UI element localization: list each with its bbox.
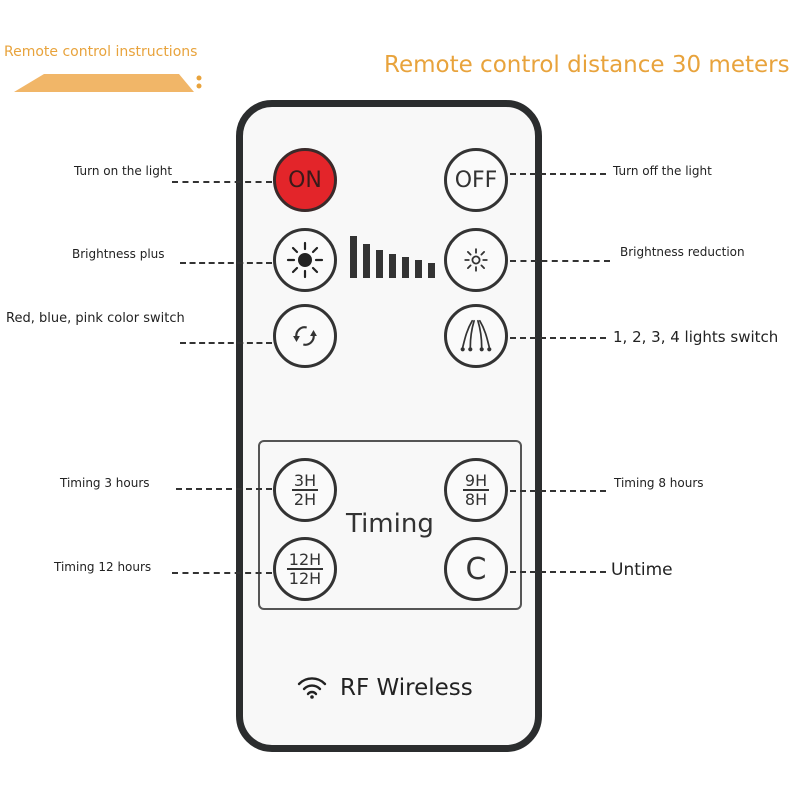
cycle-arrows-icon bbox=[293, 326, 317, 346]
timing-12-label: Timing 12 hours bbox=[54, 560, 152, 574]
timing-8h-top: 9H bbox=[462, 471, 490, 491]
timing-label: Timing bbox=[346, 509, 434, 539]
distance-text: Remote control distance 30 meters bbox=[384, 52, 790, 78]
timing-3h-button[interactable]: 3H 2H bbox=[273, 458, 337, 522]
timing-3h-top: 3H bbox=[291, 471, 319, 491]
untime-label: Untime bbox=[611, 560, 673, 580]
timing-3-label: Timing 3 hours bbox=[60, 476, 150, 490]
timing-8-leader bbox=[510, 490, 606, 492]
remote-body bbox=[236, 100, 542, 752]
turn-off-leader bbox=[510, 173, 606, 175]
lights-switch-leader bbox=[510, 337, 606, 339]
lights-switch-button[interactable] bbox=[444, 304, 508, 368]
color-switch-label: Red, blue, pink color switch bbox=[6, 311, 185, 326]
brightness-reduction-leader bbox=[510, 260, 610, 262]
rf-wireless-brand: RF Wireless bbox=[340, 675, 473, 701]
color-switch-button[interactable] bbox=[273, 304, 337, 368]
instructions-title: Remote control instructions bbox=[4, 44, 198, 60]
untime-leader bbox=[510, 571, 606, 573]
color-switch-leader bbox=[180, 342, 272, 344]
turn-on-label: Turn on the light bbox=[74, 164, 173, 178]
brightness-plus-leader bbox=[180, 262, 272, 264]
brightness-level-bars bbox=[350, 236, 435, 278]
wifi-icon bbox=[297, 677, 327, 699]
timing-panel bbox=[258, 440, 522, 610]
timing-12h-button[interactable]: 12H 12H bbox=[273, 537, 337, 601]
brightness-plus-button[interactable] bbox=[273, 228, 337, 292]
sun-filled-icon bbox=[286, 241, 324, 279]
timing-3-leader bbox=[176, 488, 272, 490]
timing-8h-bottom: 8H bbox=[464, 490, 488, 509]
timing-12-leader bbox=[172, 572, 272, 574]
orange-banner bbox=[14, 74, 202, 92]
timing-3h-text: 3H 2H bbox=[291, 471, 319, 509]
timing-8h-button[interactable]: 9H 8H bbox=[444, 458, 508, 522]
timing-12h-top: 12H bbox=[286, 550, 324, 570]
timing-8-label: Timing 8 hours bbox=[614, 476, 704, 490]
brightness-reduction-label: Brightness reduction bbox=[620, 245, 745, 259]
brightness-minus-button[interactable] bbox=[444, 228, 508, 292]
turn-on-leader bbox=[172, 181, 272, 183]
timing-8h-text: 9H 8H bbox=[462, 471, 490, 509]
lights-switch-label: 1, 2, 3, 4 lights switch bbox=[613, 328, 779, 346]
timing-12h-text: 12H 12H bbox=[286, 550, 324, 588]
timing-12h-bottom: 12H bbox=[288, 569, 322, 588]
timing-3h-bottom: 2H bbox=[293, 490, 317, 509]
sun-small-icon bbox=[464, 248, 488, 272]
off-button[interactable]: OFF bbox=[444, 148, 508, 212]
brightness-plus-label: Brightness plus bbox=[72, 247, 165, 261]
turn-off-label: Turn off the light bbox=[613, 164, 712, 178]
light-rays-icon bbox=[460, 319, 492, 352]
on-button[interactable]: ON bbox=[273, 148, 337, 212]
untime-button[interactable]: C bbox=[444, 537, 508, 601]
